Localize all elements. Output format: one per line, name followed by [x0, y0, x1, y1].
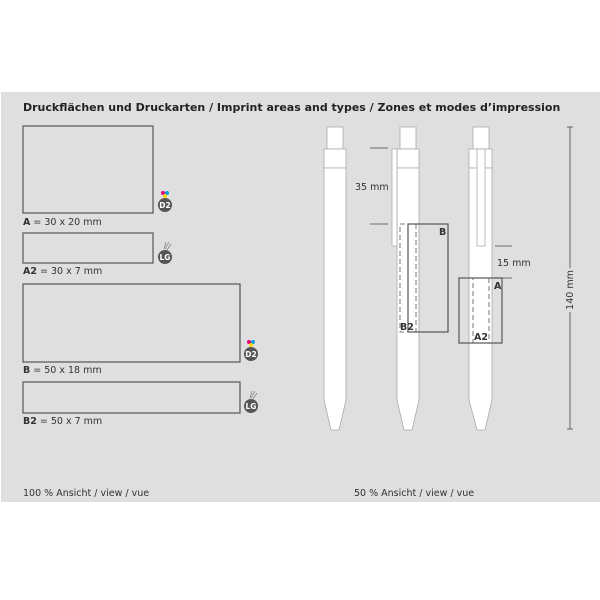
laser-engraving-lg-icon: LG — [244, 390, 258, 413]
area-b2-box — [22, 381, 241, 414]
laser-engraving-lg-icon: LG — [158, 241, 172, 264]
svg-text:D2: D2 — [245, 350, 256, 359]
svg-text:LG: LG — [246, 402, 257, 411]
area-a2-box — [22, 232, 154, 264]
svg-text:D2: D2 — [159, 201, 170, 210]
area-b-box — [22, 283, 241, 363]
area-a2-label: A2 = 30 x 7 mm — [23, 266, 102, 277]
footer-scale-100: 100 % Ansicht / view / vue — [23, 488, 149, 499]
footer-scale-50: 50 % Ansicht / view / vue — [354, 488, 474, 499]
pen-label-a: A — [494, 281, 502, 292]
area-a-box — [22, 125, 154, 214]
pen-label-b: B — [439, 227, 446, 238]
length-dimension-label: 140 mm — [565, 270, 576, 310]
digital-print-d2-icon: D2 — [158, 191, 172, 212]
pen-side-view — [323, 126, 347, 431]
clip-dimension-label: 35 mm — [355, 182, 389, 193]
page-title: Druckflächen und Druckarten / Imprint ar… — [23, 101, 560, 114]
pen-label-a2: A2 — [474, 332, 488, 343]
area-a-label: A = 30 x 20 mm — [23, 217, 102, 228]
digital-print-d2-icon: D2 — [244, 340, 258, 361]
area-b-label: B = 50 x 18 mm — [23, 365, 102, 376]
area-b2-label: B2 = 50 x 7 mm — [23, 416, 102, 427]
svg-text:LG: LG — [160, 253, 171, 262]
pen-front-view — [468, 126, 493, 431]
pen-label-b2: B2 — [400, 322, 414, 333]
offset-dimension-label: 15 mm — [497, 258, 531, 269]
pen-area-b — [407, 223, 449, 333]
panel-background — [1, 92, 600, 502]
pen-area-a — [458, 277, 503, 344]
